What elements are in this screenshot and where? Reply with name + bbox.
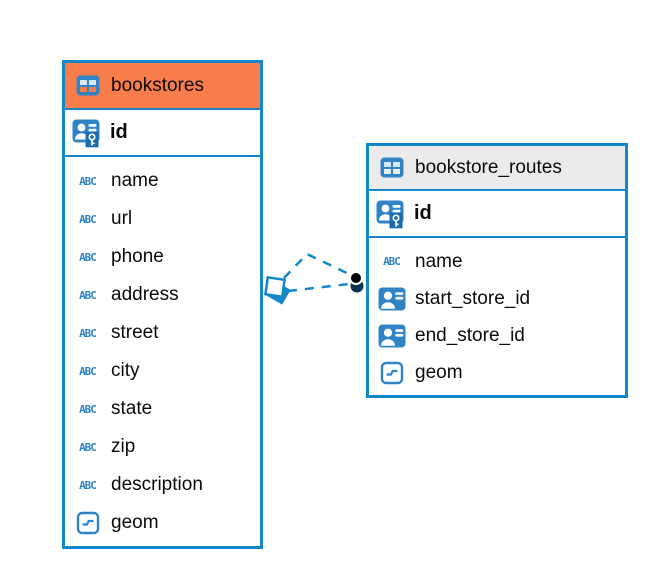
- column-row-phone[interactable]: ABC phone: [65, 238, 260, 276]
- relationship-line-end-store[interactable]: [287, 282, 350, 293]
- columns-list-bookstore-routes: ABC name start_store_id end_store_id geom: [369, 238, 625, 395]
- text-icon: ABC: [383, 255, 401, 268]
- table-title: bookstore_routes: [415, 156, 562, 178]
- column-label: geom: [415, 361, 463, 383]
- column-label: name: [415, 250, 463, 272]
- column-row-geom[interactable]: geom: [369, 354, 625, 391]
- primary-key-label: id: [110, 121, 128, 143]
- column-label: description: [111, 474, 203, 495]
- column-label: url: [111, 208, 133, 229]
- column-label: geom: [111, 512, 159, 533]
- column-label: end_store_id: [415, 324, 525, 346]
- entity-table-bookstore-routes[interactable]: bookstore_routes id ABC name start_store_…: [366, 143, 628, 398]
- column-row-geom[interactable]: geom: [65, 504, 260, 542]
- text-icon: ABC: [79, 478, 97, 492]
- column-label: zip: [111, 436, 136, 457]
- column-label: name: [111, 170, 159, 191]
- primary-key-row-bookstores[interactable]: id: [65, 110, 260, 157]
- reference-icon: [377, 287, 406, 311]
- geometry-icon: [73, 511, 102, 535]
- text-icon: ABC: [79, 250, 97, 264]
- table-header-bookstores[interactable]: bookstores: [65, 63, 260, 110]
- primary-key-label: id: [414, 202, 432, 224]
- text-icon: ABC: [79, 326, 97, 340]
- text-icon: ABC: [79, 402, 97, 416]
- geometry-icon: [377, 361, 406, 385]
- column-row-address[interactable]: ABC address: [65, 276, 260, 314]
- reference-icon: [377, 324, 406, 348]
- primary-key-icon: [376, 199, 405, 229]
- column-row-street[interactable]: ABC street: [65, 314, 260, 352]
- text-icon: ABC: [79, 364, 97, 378]
- column-row-state[interactable]: ABC state: [65, 390, 260, 428]
- column-row-description[interactable]: ABC description: [65, 466, 260, 504]
- column-row-end_store_id[interactable]: end_store_id: [369, 317, 625, 354]
- column-label: state: [111, 398, 153, 419]
- column-row-city[interactable]: ABC city: [65, 352, 260, 390]
- column-row-url[interactable]: ABC url: [65, 200, 260, 238]
- column-row-name[interactable]: ABC name: [369, 243, 625, 280]
- column-row-zip[interactable]: ABC zip: [65, 428, 260, 466]
- many-side-marker[interactable]: [263, 275, 291, 305]
- table-icon: [377, 157, 406, 178]
- column-label: street: [111, 322, 159, 343]
- column-label: phone: [111, 246, 164, 267]
- text-icon: ABC: [79, 440, 97, 454]
- text-icon: ABC: [79, 288, 97, 302]
- relationship-line-start-store[interactable]: [283, 252, 352, 279]
- table-title: bookstores: [111, 74, 204, 96]
- primary-key-icon: [72, 118, 101, 148]
- column-row-start_store_id[interactable]: start_store_id: [369, 280, 625, 317]
- column-label: start_store_id: [415, 287, 531, 309]
- column-row-name[interactable]: ABC name: [65, 162, 260, 200]
- column-label: address: [111, 284, 179, 305]
- one-side-marker[interactable]: [349, 271, 364, 293]
- table-icon: [73, 75, 102, 96]
- table-header-bookstore-routes[interactable]: bookstore_routes: [369, 146, 625, 191]
- text-icon: ABC: [79, 174, 97, 188]
- column-label: city: [111, 360, 140, 381]
- primary-key-row-bookstore-routes[interactable]: id: [369, 191, 625, 238]
- text-icon: ABC: [79, 212, 97, 226]
